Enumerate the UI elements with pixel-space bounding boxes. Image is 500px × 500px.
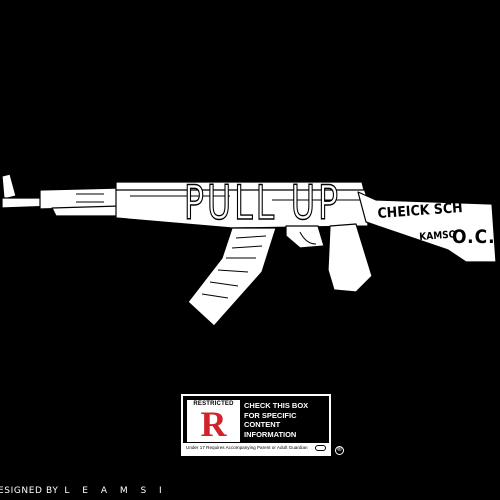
rating-letter: R <box>200 404 227 444</box>
rating-line-3: CONTENT <box>244 420 281 429</box>
rating-line-1: CHECK THIS BOX <box>244 401 309 410</box>
album-title: PULL UP <box>183 176 342 231</box>
designer-credit: ESIGNED BY L E A M S I <box>0 486 167 496</box>
rating-line-4: INFORMATION <box>244 429 297 439</box>
rating-footer: Under 17 Requires Accompanying Parent or… <box>183 442 329 454</box>
rating-description: CHECK THIS BOX FOR SPECIFIC CONTENT INFO… <box>244 401 329 439</box>
rating-footer-text: Under 17 Requires Accompanying Parent or… <box>186 445 308 450</box>
rating-restricted-text: RESTRICTED <box>193 401 234 407</box>
rating-letter-box: RESTRICTED R <box>187 400 240 442</box>
registered-icon: ® <box>335 446 344 455</box>
mpaa-logo-icon <box>315 445 326 451</box>
designer-prefix: ESIGNED BY <box>0 486 59 496</box>
rating-label: RESTRICTED R CHECK THIS BOX FOR SPECIFIC… <box>181 394 331 456</box>
rating-line-2: FOR SPECIFIC <box>244 410 297 420</box>
designer-name: L E A M S I <box>64 486 167 496</box>
artist-credit-3: O.C.M.K <box>452 226 500 248</box>
